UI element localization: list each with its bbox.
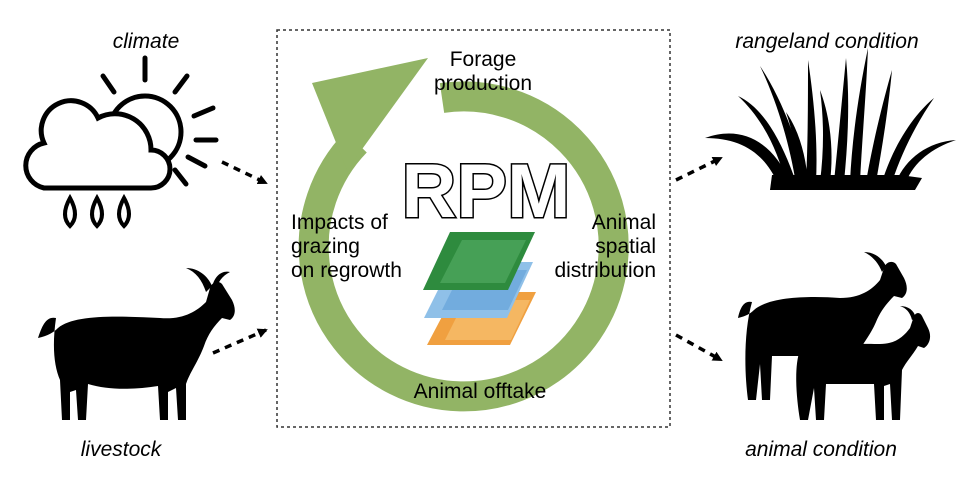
cycle-label-line: grazing	[291, 235, 360, 258]
climate-label: climate	[112, 30, 180, 53]
grass-icon	[705, 48, 956, 190]
livestock-label: livestock	[80, 438, 162, 461]
cloud-sun-rain-icon	[23, 55, 219, 229]
cycle-label-line: spatial	[595, 235, 656, 258]
cycle-arrow	[298, 81, 629, 412]
goats-icon	[738, 252, 931, 420]
animal-condition-label: animal condition	[745, 438, 897, 461]
cycle-label-line: distribution	[554, 259, 656, 282]
rangeland-condition-label: rangeland condition	[735, 30, 919, 53]
cycle-label-line: production	[433, 72, 533, 95]
map-layers-icon	[423, 232, 536, 345]
goat-icon	[38, 268, 235, 420]
cycle-arrowhead	[312, 58, 428, 170]
model-boundary	[276, 29, 671, 428]
model-to-rangeland-arrow	[675, 156, 723, 182]
cycle-label-animal-offtake: Animal offtake	[413, 380, 547, 403]
cycle-label-grazing-impacts: Impacts of grazing on regrowth	[291, 211, 431, 283]
cycle-label-line: Forage	[449, 48, 517, 71]
cycle-label-line: on regrowth	[291, 259, 402, 282]
cycle-label-animal-distribution: Animal spatial distribution	[534, 211, 656, 283]
cycle-label-line: Impacts of	[291, 211, 388, 234]
climate-to-model-arrow	[221, 160, 268, 185]
model-to-animal-arrow	[675, 333, 723, 362]
cycle-label-forage-production: Forage production	[418, 48, 548, 96]
model-name: RPM	[402, 149, 571, 234]
livestock-to-model-arrow	[212, 328, 268, 355]
cycle-label-line: Animal	[591, 211, 656, 234]
